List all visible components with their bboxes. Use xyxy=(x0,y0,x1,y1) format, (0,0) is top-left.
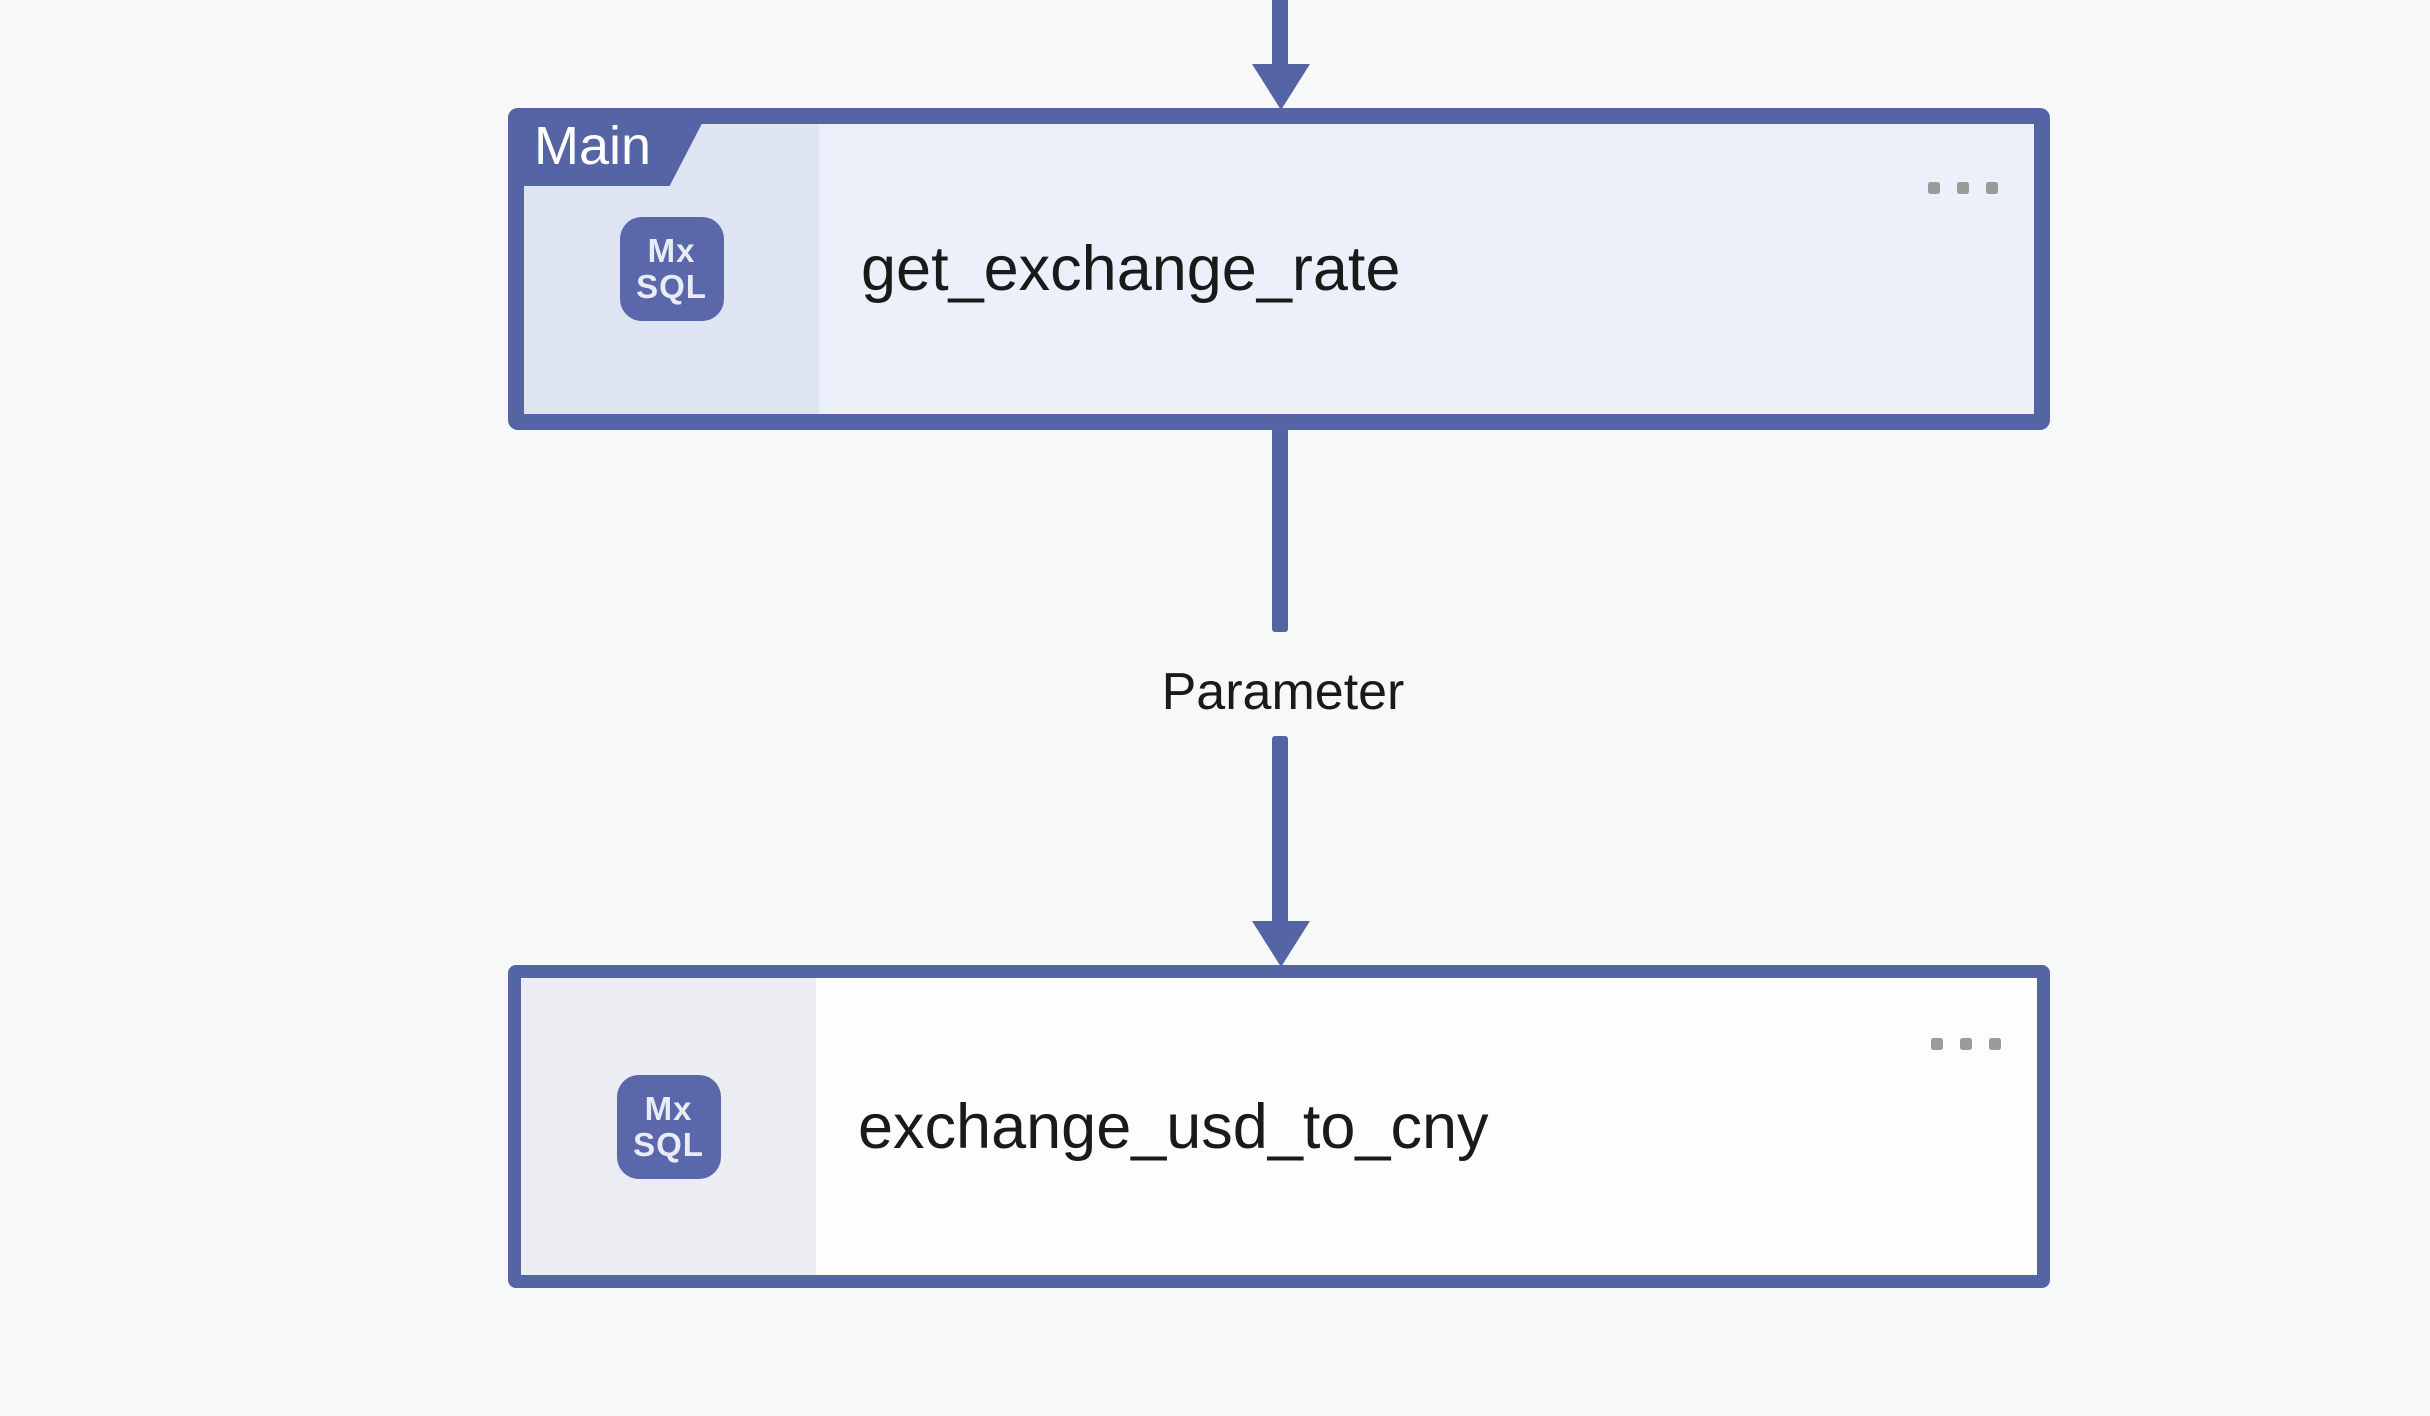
mxsql-icon-line2: SQL xyxy=(636,268,707,305)
menu-dot xyxy=(1960,1038,1972,1050)
incoming-edge-line xyxy=(1272,0,1288,68)
mxsql-icon: Mx SQL xyxy=(619,217,724,321)
menu-dot xyxy=(1989,1038,2001,1050)
main-badge: Main xyxy=(508,108,710,186)
node-get-exchange-rate[interactable]: Main Mx SQL get_exchange_rate xyxy=(508,108,2050,430)
mxsql-icon-line2: SQL xyxy=(633,1125,704,1163)
arrow-down-icon xyxy=(1252,64,1310,110)
mxsql-icon: Mx SQL xyxy=(616,1074,721,1179)
mxsql-icon-line1: Mx xyxy=(644,1089,693,1127)
menu-dot xyxy=(1931,1038,1943,1050)
edge-label[interactable]: Parameter xyxy=(1161,663,1405,721)
more-menu-icon[interactable] xyxy=(1928,182,1998,194)
node-exchange-usd-to-cny[interactable]: Mx SQL exchange_usd_to_cny xyxy=(508,965,2050,1288)
menu-dot xyxy=(1957,182,1969,194)
edge-line-upper xyxy=(1272,428,1288,632)
node-icon-panel: Mx SQL xyxy=(521,978,816,1275)
menu-dot xyxy=(1928,182,1940,194)
node-title: exchange_usd_to_cny xyxy=(858,1091,1489,1162)
arrow-down-icon xyxy=(1252,921,1310,967)
edge-line-lower xyxy=(1272,736,1288,926)
node-title: get_exchange_rate xyxy=(861,234,1401,304)
mxsql-icon-line1: Mx xyxy=(647,232,696,269)
more-menu-icon[interactable] xyxy=(1931,1038,2001,1050)
menu-dot xyxy=(1986,182,1998,194)
